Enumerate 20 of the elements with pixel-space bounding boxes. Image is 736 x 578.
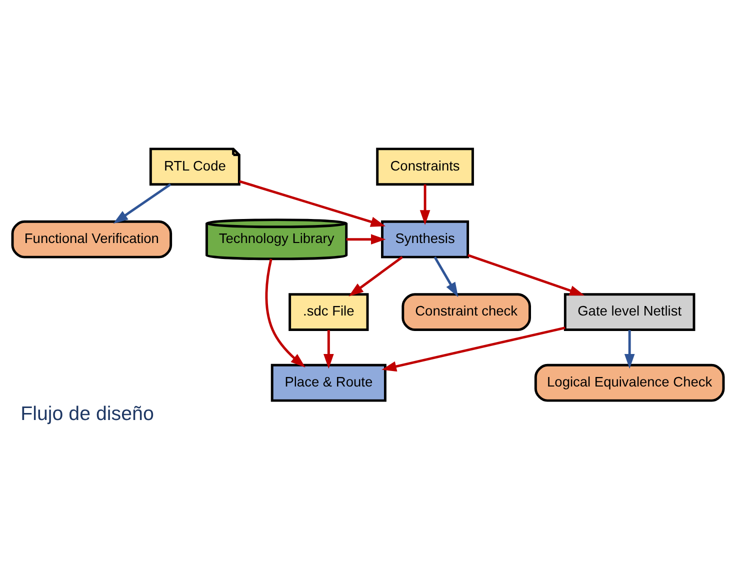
arrow — [265, 258, 306, 367]
node-box: Functional Verification — [11, 220, 172, 258]
arrow — [420, 184, 430, 224]
arrow — [238, 180, 386, 226]
arrow — [323, 330, 334, 368]
node-box: Gate level Netlist — [564, 292, 696, 330]
node-box: .sdc File — [288, 292, 369, 330]
arrow — [382, 326, 566, 372]
arrow — [113, 182, 172, 224]
caption: Flujo de diseño — [20, 402, 154, 425]
arrow — [348, 256, 403, 296]
node-box: Logical Equivalence Check — [534, 363, 725, 402]
arrow — [346, 234, 386, 244]
arrow — [624, 330, 635, 368]
arrow — [434, 256, 458, 297]
node-box: Constraints — [376, 147, 474, 186]
arrow — [468, 254, 585, 296]
node-box: Place & Route — [270, 363, 386, 402]
node-box: Synthesis — [381, 220, 470, 258]
node-box: Constraint check — [402, 292, 531, 330]
